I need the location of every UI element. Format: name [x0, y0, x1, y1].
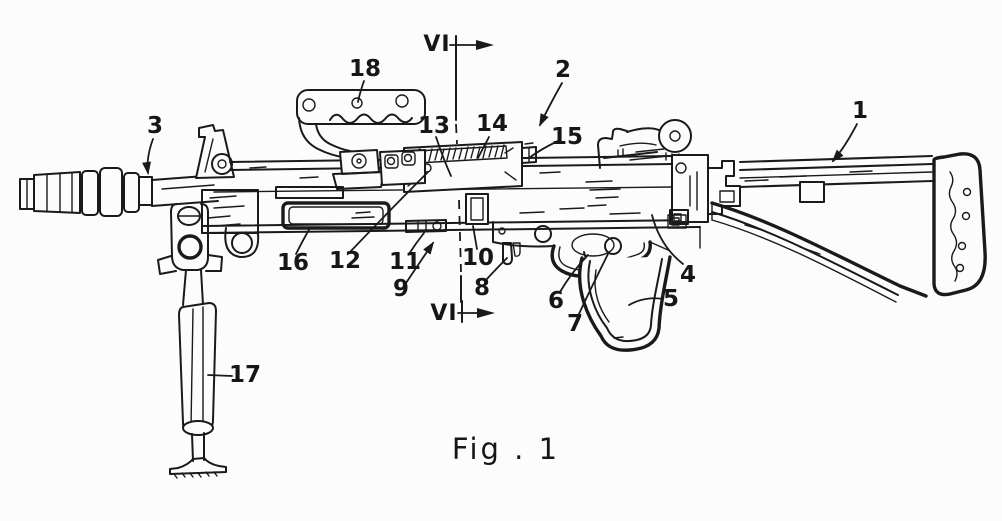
leader-15: [528, 140, 559, 159]
leader-4: [651, 214, 684, 265]
ref-numeral-6: 6: [548, 288, 564, 314]
front-sight: [195, 124, 235, 179]
leader-12: [349, 171, 429, 253]
ref-numeral-1: 1: [852, 98, 868, 124]
ref-numeral-17: 17: [229, 362, 261, 388]
ref-numeral-7: 7: [567, 311, 583, 337]
top-knob: [521, 142, 537, 164]
figure-caption: Fig . 1: [452, 432, 560, 466]
ref-numeral-11: 11: [389, 249, 421, 275]
ref-numeral-2: 2: [555, 57, 571, 83]
stock-hinge-block: [669, 154, 741, 225]
leader-14: [477, 136, 490, 159]
ref-numeral-18: 18: [349, 56, 381, 82]
ref-numeral-4: 4: [680, 262, 696, 288]
monopod: [157, 254, 227, 479]
ref-numeral-3: 3: [147, 113, 163, 139]
ref-numeral-9: 9: [393, 276, 409, 302]
feed-cover: [403, 141, 523, 193]
leader-lines: [142, 80, 858, 377]
section-marker-vi-top: VI: [423, 32, 450, 57]
leader-7: [577, 253, 609, 317]
section-marker-vi-bottom: VI: [430, 301, 457, 326]
ref-numeral-12: 12: [329, 248, 361, 274]
leader-16: [295, 227, 311, 255]
leader-5: [628, 297, 664, 306]
ref-numeral-16: 16: [277, 250, 309, 276]
leader-10: [472, 225, 478, 250]
leader-11: [408, 232, 425, 255]
leader-17: [207, 374, 233, 377]
ref-numeral-14: 14: [476, 111, 508, 137]
leader-18: [357, 80, 365, 103]
leader-1: [831, 123, 858, 163]
ref-numeral-15: 15: [551, 124, 583, 150]
forearm-hinge: [170, 203, 260, 271]
ref-numeral-13: 13: [418, 113, 450, 139]
leader-13: [435, 136, 452, 177]
folding-stock: [710, 152, 987, 303]
carry-handle: [296, 89, 426, 190]
ref-numeral-8: 8: [474, 275, 490, 301]
leader-3: [142, 138, 154, 175]
leader-8: [485, 257, 508, 281]
leader-2: [539, 82, 563, 127]
section-line-vi: [449, 35, 495, 323]
ref-numeral-10: 10: [462, 245, 494, 271]
ref-numeral-5: 5: [663, 286, 679, 312]
trigger-group: [492, 214, 701, 352]
leader-9: [405, 241, 435, 284]
flash-hider: [19, 167, 153, 217]
leader-6: [559, 254, 589, 293]
reference-numerals: 1 2 3 4 5 6 7 8 9 10 11 12 13 14 15 16 1…: [147, 56, 868, 388]
